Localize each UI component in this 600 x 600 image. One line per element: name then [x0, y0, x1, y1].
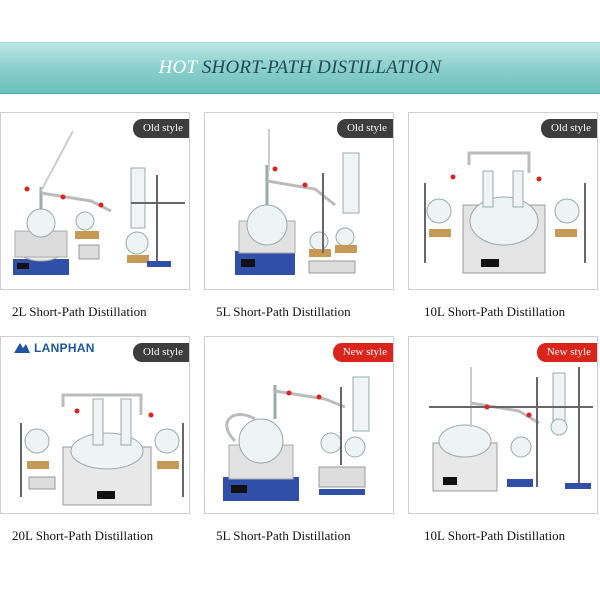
banner-title: HOT SHORT-PATH DISTILLATION	[159, 57, 442, 79]
product-card-5l-new[interactable]: New style	[204, 336, 394, 514]
product-caption[interactable]: 20L Short-Path Distillation	[12, 528, 154, 543]
distillation-kit-image	[235, 129, 360, 275]
product-caption[interactable]: 5L Short-Path Distillation	[216, 304, 351, 319]
style-badge: New style	[332, 343, 393, 362]
product-caption[interactable]: 10L Short-Path Distillation	[424, 528, 566, 543]
product-caption[interactable]: 2L Short-Path Distillation	[12, 304, 147, 319]
banner-hot-word: HOT	[158, 57, 197, 78]
product-card-5l-old[interactable]: Old style	[204, 112, 394, 290]
style-badge: Old style	[132, 119, 189, 138]
style-badge: Old style	[540, 119, 597, 138]
style-badge: Old style	[336, 119, 393, 138]
product-card-2l-old[interactable]: Old style	[0, 112, 190, 290]
product-card-10l-old[interactable]: Old style	[408, 112, 598, 290]
distillation-kit-image	[424, 151, 586, 274]
distillation-kit-image	[13, 130, 185, 275]
product-card-10l-new[interactable]: New style	[408, 336, 598, 514]
header-banner: HOT SHORT-PATH DISTILLATION	[0, 42, 600, 94]
product-card-20l-old[interactable]: LANPHAN Old style	[0, 336, 190, 514]
banner-title-rest: SHORT-PATH DISTILLATION	[201, 57, 442, 78]
lanphan-logo-icon	[14, 343, 30, 353]
distillation-kit-image	[223, 376, 370, 501]
distillation-kit-image	[20, 393, 184, 506]
style-badge: Old style	[132, 343, 189, 362]
product-caption[interactable]: 10L Short-Path Distillation	[424, 304, 566, 319]
product-caption[interactable]: 5L Short-Path Distillation	[216, 528, 351, 543]
brand-logo-text: LANPHAN	[34, 341, 95, 355]
brand-logo: LANPHAN	[13, 341, 95, 355]
style-badge: New style	[536, 343, 597, 362]
distillation-kit-image	[429, 367, 593, 492]
